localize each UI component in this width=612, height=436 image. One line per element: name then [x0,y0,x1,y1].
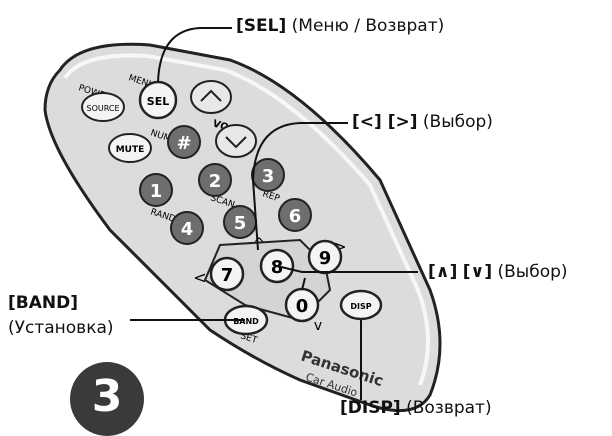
num-0-button[interactable]: 0 [284,287,320,323]
hash-button[interactable]: # [167,125,201,159]
step-number-badge: 3 [70,362,144,436]
chevron-up-icon [200,89,222,102]
lr-callout-key: [<] [>] [352,112,418,132]
down-arrow-icon: v [314,318,322,334]
num-9-label: 9 [319,248,332,269]
up-arrow-icon: ^ [253,236,265,252]
num-7-button[interactable]: 7 [209,256,245,292]
sel-callout-desc: (Меню / Возврат) [291,16,445,36]
num-5-label: 5 [234,213,247,234]
num-3-button[interactable]: 3 [251,158,285,192]
ud-callout-key-down: [∨] [462,262,493,282]
hash-button-label: # [176,133,191,154]
disp-button[interactable]: DISP [339,289,383,321]
num-8-button[interactable]: 8 [259,248,295,284]
band-callout-key: [BAND] [8,293,78,313]
band-callout-key-line: [BAND] [8,293,78,313]
source-button-label: SOURCE [86,104,119,113]
vol-down-button[interactable] [215,124,257,158]
mute-button-label: MUTE [116,145,145,155]
num-7-label: 7 [221,265,234,286]
num-3-label: 3 [262,166,275,187]
leader-lines [130,27,418,400]
num-4-button[interactable]: 4 [170,211,204,245]
num-8-label: 8 [271,257,284,278]
source-button[interactable]: SOURCE [81,92,125,122]
num-4-label: 4 [181,219,194,240]
instruction-figure: POWER MENU NUMBER VOL RAND SCAN REP SET … [8,16,568,436]
sel-callout-key: [SEL] [236,16,287,36]
disp-callout-key: [DISP] [340,398,401,418]
num-2-button[interactable]: 2 [198,163,232,197]
lr-callout: [<] [>] (Выбор) [352,112,493,132]
disp-callout: [DISP] (Возврат) [340,398,492,418]
chevron-down-icon [225,136,247,149]
num-6-label: 6 [289,206,302,227]
disp-callout-desc: (Возврат) [406,398,492,418]
sel-button-label: SEL [147,95,169,108]
num-6-button[interactable]: 6 [278,198,312,232]
num-2-label: 2 [209,171,222,192]
num-0-label: 0 [296,296,309,317]
num-1-button[interactable]: 1 [139,173,173,207]
band-button-label: BAND [233,317,259,326]
left-arrow-icon: < [193,268,206,287]
remote-illustration: POWER MENU NUMBER VOL RAND SCAN REP SET … [43,27,442,413]
band-callout-desc-line: (Установка) [8,318,114,338]
mute-button[interactable]: MUTE [108,133,152,163]
num-1-label: 1 [150,181,163,202]
ud-callout: [∧] [∨] (Выбор) [428,262,568,282]
lr-callout-desc: (Выбор) [422,112,493,132]
disp-button-label: DISP [350,302,371,311]
num-5-button[interactable]: 5 [223,205,257,239]
sel-button[interactable]: SEL [138,80,178,120]
ud-callout-key-up: [∧] [428,262,458,282]
ud-callout-desc: (Выбор) [497,262,568,282]
vol-up-button[interactable] [190,80,232,114]
num-9-button[interactable]: 9 [307,239,343,275]
sel-callout: [SEL] (Меню / Возврат) [236,16,444,36]
band-callout-desc: (Установка) [8,318,114,338]
